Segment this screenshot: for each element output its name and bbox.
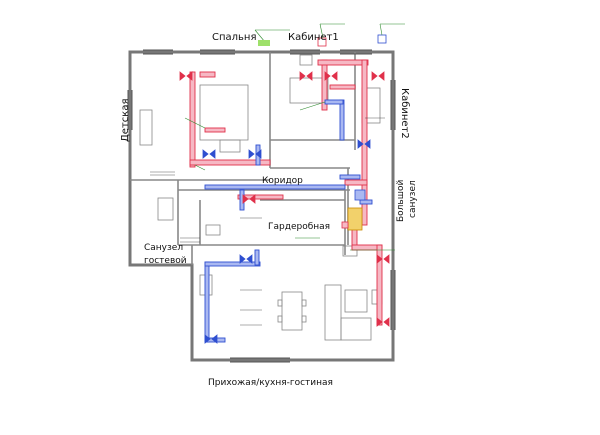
return-duct [204,99,373,343]
room-label-garderobnaya: Гардеробная [268,222,331,232]
supply-duct [189,59,383,326]
room-label-kabinet2: Кабинет2 [399,88,410,139]
room-label-detskaya: Детская [120,98,131,142]
room-label-prikhozhaya: Прихожая/кухня-гостиная [208,378,333,388]
leader-lines [184,23,405,251]
room-label-sanuzel-gostevoy-2: гостевой [144,256,187,266]
annotation-ticks [150,117,385,326]
window-marks [127,49,396,363]
room-label-bolshoy-sanuzel-1: Большой [396,179,406,222]
room-label-sanuzel-gostevoy-1: Санузел [144,243,184,253]
room-label-koridor: Коридор [262,176,303,186]
fittings [317,34,387,231]
outlet-marker [258,40,270,46]
room-label-spalnya: Спальня [212,32,257,43]
room-label-bolshoy-sanuzel-2: санузел [408,180,418,218]
outer-walls [128,50,395,362]
inner-walls [130,52,356,265]
room-label-kabinet1: Кабинет1 [288,32,339,43]
grille-markers [179,71,390,344]
